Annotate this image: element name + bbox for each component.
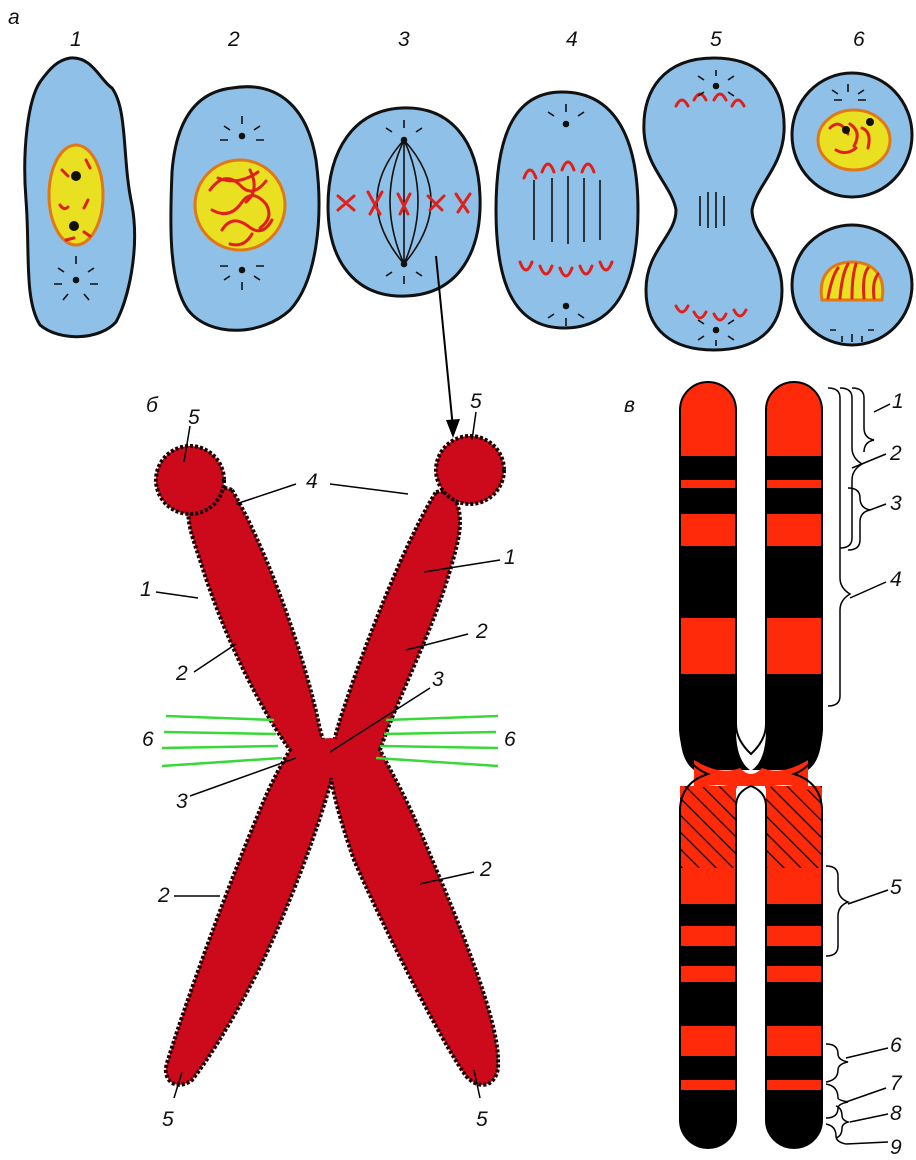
brace-7 [826,1084,848,1118]
nucleolus [71,171,81,181]
satellite-left [156,446,224,514]
label-2-left-upper: 2 [175,662,188,685]
label-telomere-left: 5 [162,1108,174,1131]
band-label-9: 9 [890,1136,902,1159]
centromere [304,738,356,778]
stage-number-1: 1 [70,28,82,51]
label-3-lower: 3 [176,790,188,813]
label-2-right-lower: 2 [479,858,492,881]
label-satellite-left: 5 [188,406,200,429]
label-3-upper: 3 [432,668,444,691]
label-2-left-lower: 2 [157,884,170,907]
cell-telophase [644,58,784,350]
brace-1 [852,388,874,452]
panel-label-a: а [8,6,20,29]
label-6-right: 6 [504,728,516,751]
label-secondary-constriction: 4 [306,470,318,493]
panel-label-v: в [624,394,635,417]
metaphase-chromosome [156,436,504,1085]
stage-number-6: 6 [853,28,865,51]
label-telomere-right: 5 [476,1108,488,1131]
chromatid-right [330,492,498,1085]
stage-number-5: 5 [710,28,722,51]
cell-anaphase [496,92,638,328]
stage-number-3: 3 [398,28,410,51]
banded-chromosome [680,382,822,1148]
cell-metaphase [328,108,480,296]
band-label-3: 3 [890,492,902,515]
label-1-right: 1 [504,546,516,569]
cell-interphase [25,58,135,337]
satellite-right [436,436,504,504]
spindle-fibers-left [162,716,282,766]
nucleus [818,110,890,170]
band-label-6: 6 [890,1034,902,1057]
daughter-cells [792,73,912,345]
stage-number-4: 4 [566,28,578,51]
chromatid-left [166,488,334,1085]
band-label-1: 1 [892,390,904,413]
band-labels: 1 2 3 4 5 6 7 8 9 [889,390,904,1159]
cell-prophase [171,87,319,331]
brace-9 [826,1124,846,1144]
band-label-5: 5 [890,876,902,899]
label-2-right-upper: 2 [475,620,488,643]
band-label-2: 2 [889,442,902,465]
label-6-left: 6 [142,728,154,751]
label-satellite-right: 5 [470,390,482,413]
stage-number-2: 2 [227,28,240,51]
band-label-8: 8 [890,1102,902,1125]
brace-6 [826,1044,848,1082]
nucleolus [69,221,79,231]
brace-5 [826,866,848,956]
stage-numbers: 1 2 3 4 5 6 [70,28,865,51]
panel-label-b: б [146,394,159,417]
band-braces [826,388,874,1144]
band-label-7: 7 [890,1072,903,1095]
label-1-left: 1 [140,578,152,601]
band-label-4: 4 [890,568,902,591]
spindle-fibers-right [376,716,498,766]
brace-2 [840,388,862,548]
